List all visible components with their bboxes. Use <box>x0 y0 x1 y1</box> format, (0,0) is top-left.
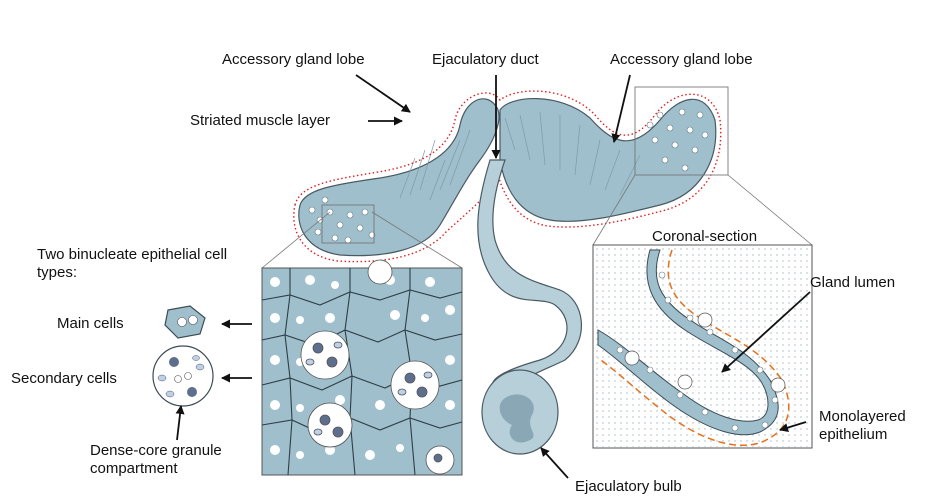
secondary-cell-icon <box>153 346 213 406</box>
label-ejaculatory-bulb: Ejaculatory bulb <box>575 478 682 496</box>
label-gland-lumen: Gland lumen <box>810 274 895 292</box>
label-accessory-gland-left: Accessory gland lobe <box>222 51 365 69</box>
cell-inset <box>262 260 462 475</box>
label-accessory-gland-right: Accessory gland lobe <box>610 51 753 69</box>
label-main-cells: Main cells <box>57 315 124 333</box>
label-monolayered: Monolayered epithelium <box>819 408 919 444</box>
ejaculatory-bulb <box>482 370 558 454</box>
right-gland-lobe <box>500 99 716 222</box>
label-striated-muscle: Striated muscle layer <box>190 112 330 130</box>
label-coronal-section: Coronal-section <box>652 228 757 246</box>
coronal-inset <box>593 245 812 448</box>
label-dense-core: Dense-core granule compartment <box>90 442 230 478</box>
arrow-icon <box>614 75 630 142</box>
label-two-binucleate: Two binucleate epithelial cell types: <box>37 246 237 282</box>
arrow-icon <box>356 75 410 112</box>
label-secondary-cells: Secondary cells <box>11 370 117 388</box>
label-ejaculatory-duct: Ejaculatory duct <box>432 51 539 69</box>
arrow-icon <box>541 448 568 478</box>
arrow-icon <box>177 406 181 440</box>
main-cell-icon <box>165 306 205 338</box>
